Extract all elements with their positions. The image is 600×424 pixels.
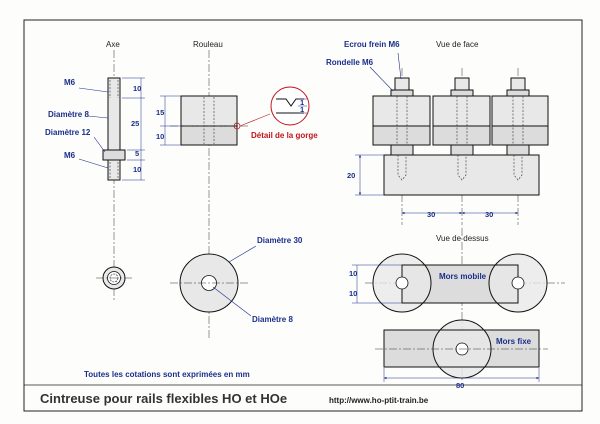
dim-roll-h1: 15 <box>156 108 164 117</box>
dim-axe-mid: 25 <box>131 119 139 128</box>
front-view <box>355 52 549 225</box>
m6-top-label: M6 <box>64 78 76 87</box>
dim-gorge-1b: 1 <box>300 105 304 114</box>
dim-spacing-2: 30 <box>485 210 493 219</box>
drawing-title: Cintreuse pour rails flexibles HO et HOe <box>40 391 287 406</box>
sheet-frame <box>23 19 583 412</box>
dim-base-h: 20 <box>347 171 355 180</box>
diametre30-label: Diamètre 30 <box>257 236 303 245</box>
dim-axe-top: 10 <box>133 84 141 93</box>
rouleau-title: Rouleau <box>193 40 223 49</box>
top-view-title: Vue de dessus <box>436 234 489 243</box>
rouleau-view <box>160 50 271 340</box>
dim-spacing-1: 30 <box>427 210 435 219</box>
dim-gorge-1a: 1 <box>300 98 304 107</box>
website-url: http://www.ho-ptit-train.be <box>329 396 429 405</box>
mors-fixe-label: Mors fixe <box>496 337 532 346</box>
axe-view <box>78 50 145 300</box>
dim-axe-bottom: 10 <box>133 165 141 174</box>
diametre8-roll-label: Diamètre 8 <box>252 315 293 324</box>
m6-bottom-label: M6 <box>64 151 76 160</box>
dim-axe-collar: 5 <box>135 149 139 158</box>
mors-mobile-label: Mors mobile <box>439 272 487 281</box>
top-view <box>352 228 565 382</box>
dim-roll-h2: 10 <box>156 132 164 141</box>
diametre12-label: Diamètre 12 <box>45 128 91 137</box>
diametre8-axe-label: Diamètre 8 <box>48 110 89 119</box>
rondelle-label: Rondelle M6 <box>326 58 374 67</box>
front-view-title: Vue de face <box>436 40 479 49</box>
units-note: Toutes les cotations sont exprimées en m… <box>84 370 250 379</box>
dim-top-10a: 10 <box>349 269 357 278</box>
detail-gorge-label: Détail de la gorge <box>251 131 318 140</box>
dim-width-80: 80 <box>456 381 464 390</box>
ecrou-frein-label: Ecrou frein M6 <box>344 40 400 49</box>
axe-title: Axe <box>106 40 120 49</box>
dim-top-10b: 10 <box>349 289 357 298</box>
gorge-detail <box>270 86 310 126</box>
